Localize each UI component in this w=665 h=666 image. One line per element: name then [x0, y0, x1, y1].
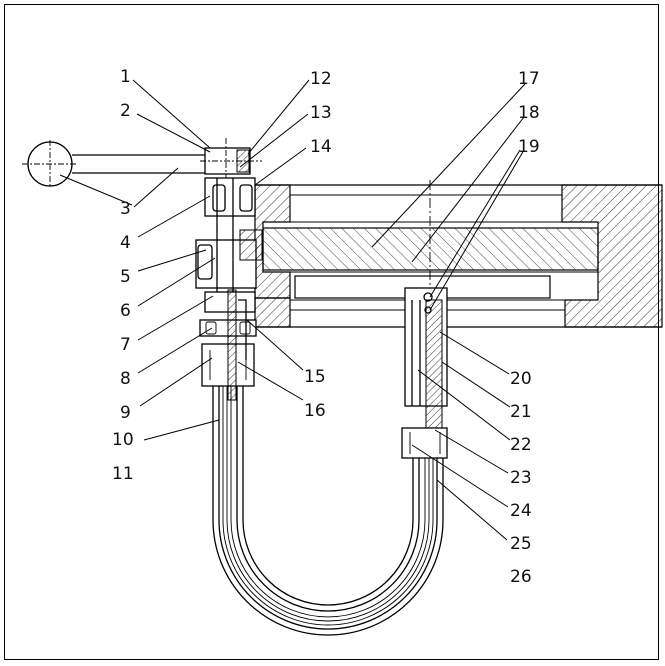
callout-26: 26: [510, 567, 532, 587]
callouts: 1 2 3 4 5 6 7 8 9 10 11 12 13 14 15 16 1…: [112, 67, 540, 587]
callout-20: 20: [510, 369, 532, 389]
callout-1: 1: [120, 67, 131, 87]
callout-24: 24: [510, 501, 532, 521]
callout-23: 23: [510, 468, 532, 488]
callout-3: 3: [120, 199, 131, 219]
main-body: [254, 180, 663, 328]
callout-18: 18: [518, 103, 540, 123]
callout-6: 6: [120, 301, 131, 321]
callout-11: 11: [112, 464, 134, 484]
callout-19: 19: [518, 137, 540, 157]
callout-22: 22: [510, 435, 532, 455]
callout-21: 21: [510, 402, 532, 422]
valve-assembly: [22, 138, 263, 401]
callout-15: 15: [304, 367, 326, 387]
u-tube: [212, 386, 444, 636]
callout-14: 14: [310, 137, 332, 157]
right-fitting: [401, 287, 448, 459]
callout-8: 8: [120, 369, 131, 389]
callout-16: 16: [304, 401, 326, 421]
callout-12: 12: [310, 69, 332, 89]
callout-5: 5: [120, 267, 131, 287]
callout-7: 7: [120, 335, 131, 355]
callout-13: 13: [310, 103, 332, 123]
callout-9: 9: [120, 403, 131, 423]
callout-25: 25: [510, 534, 532, 554]
callout-2: 2: [120, 101, 131, 121]
callout-10: 10: [112, 430, 134, 450]
drawing-frame: [4, 4, 659, 660]
callout-4: 4: [120, 233, 131, 253]
leader-lines: [59, 79, 526, 541]
callout-17: 17: [518, 69, 540, 89]
